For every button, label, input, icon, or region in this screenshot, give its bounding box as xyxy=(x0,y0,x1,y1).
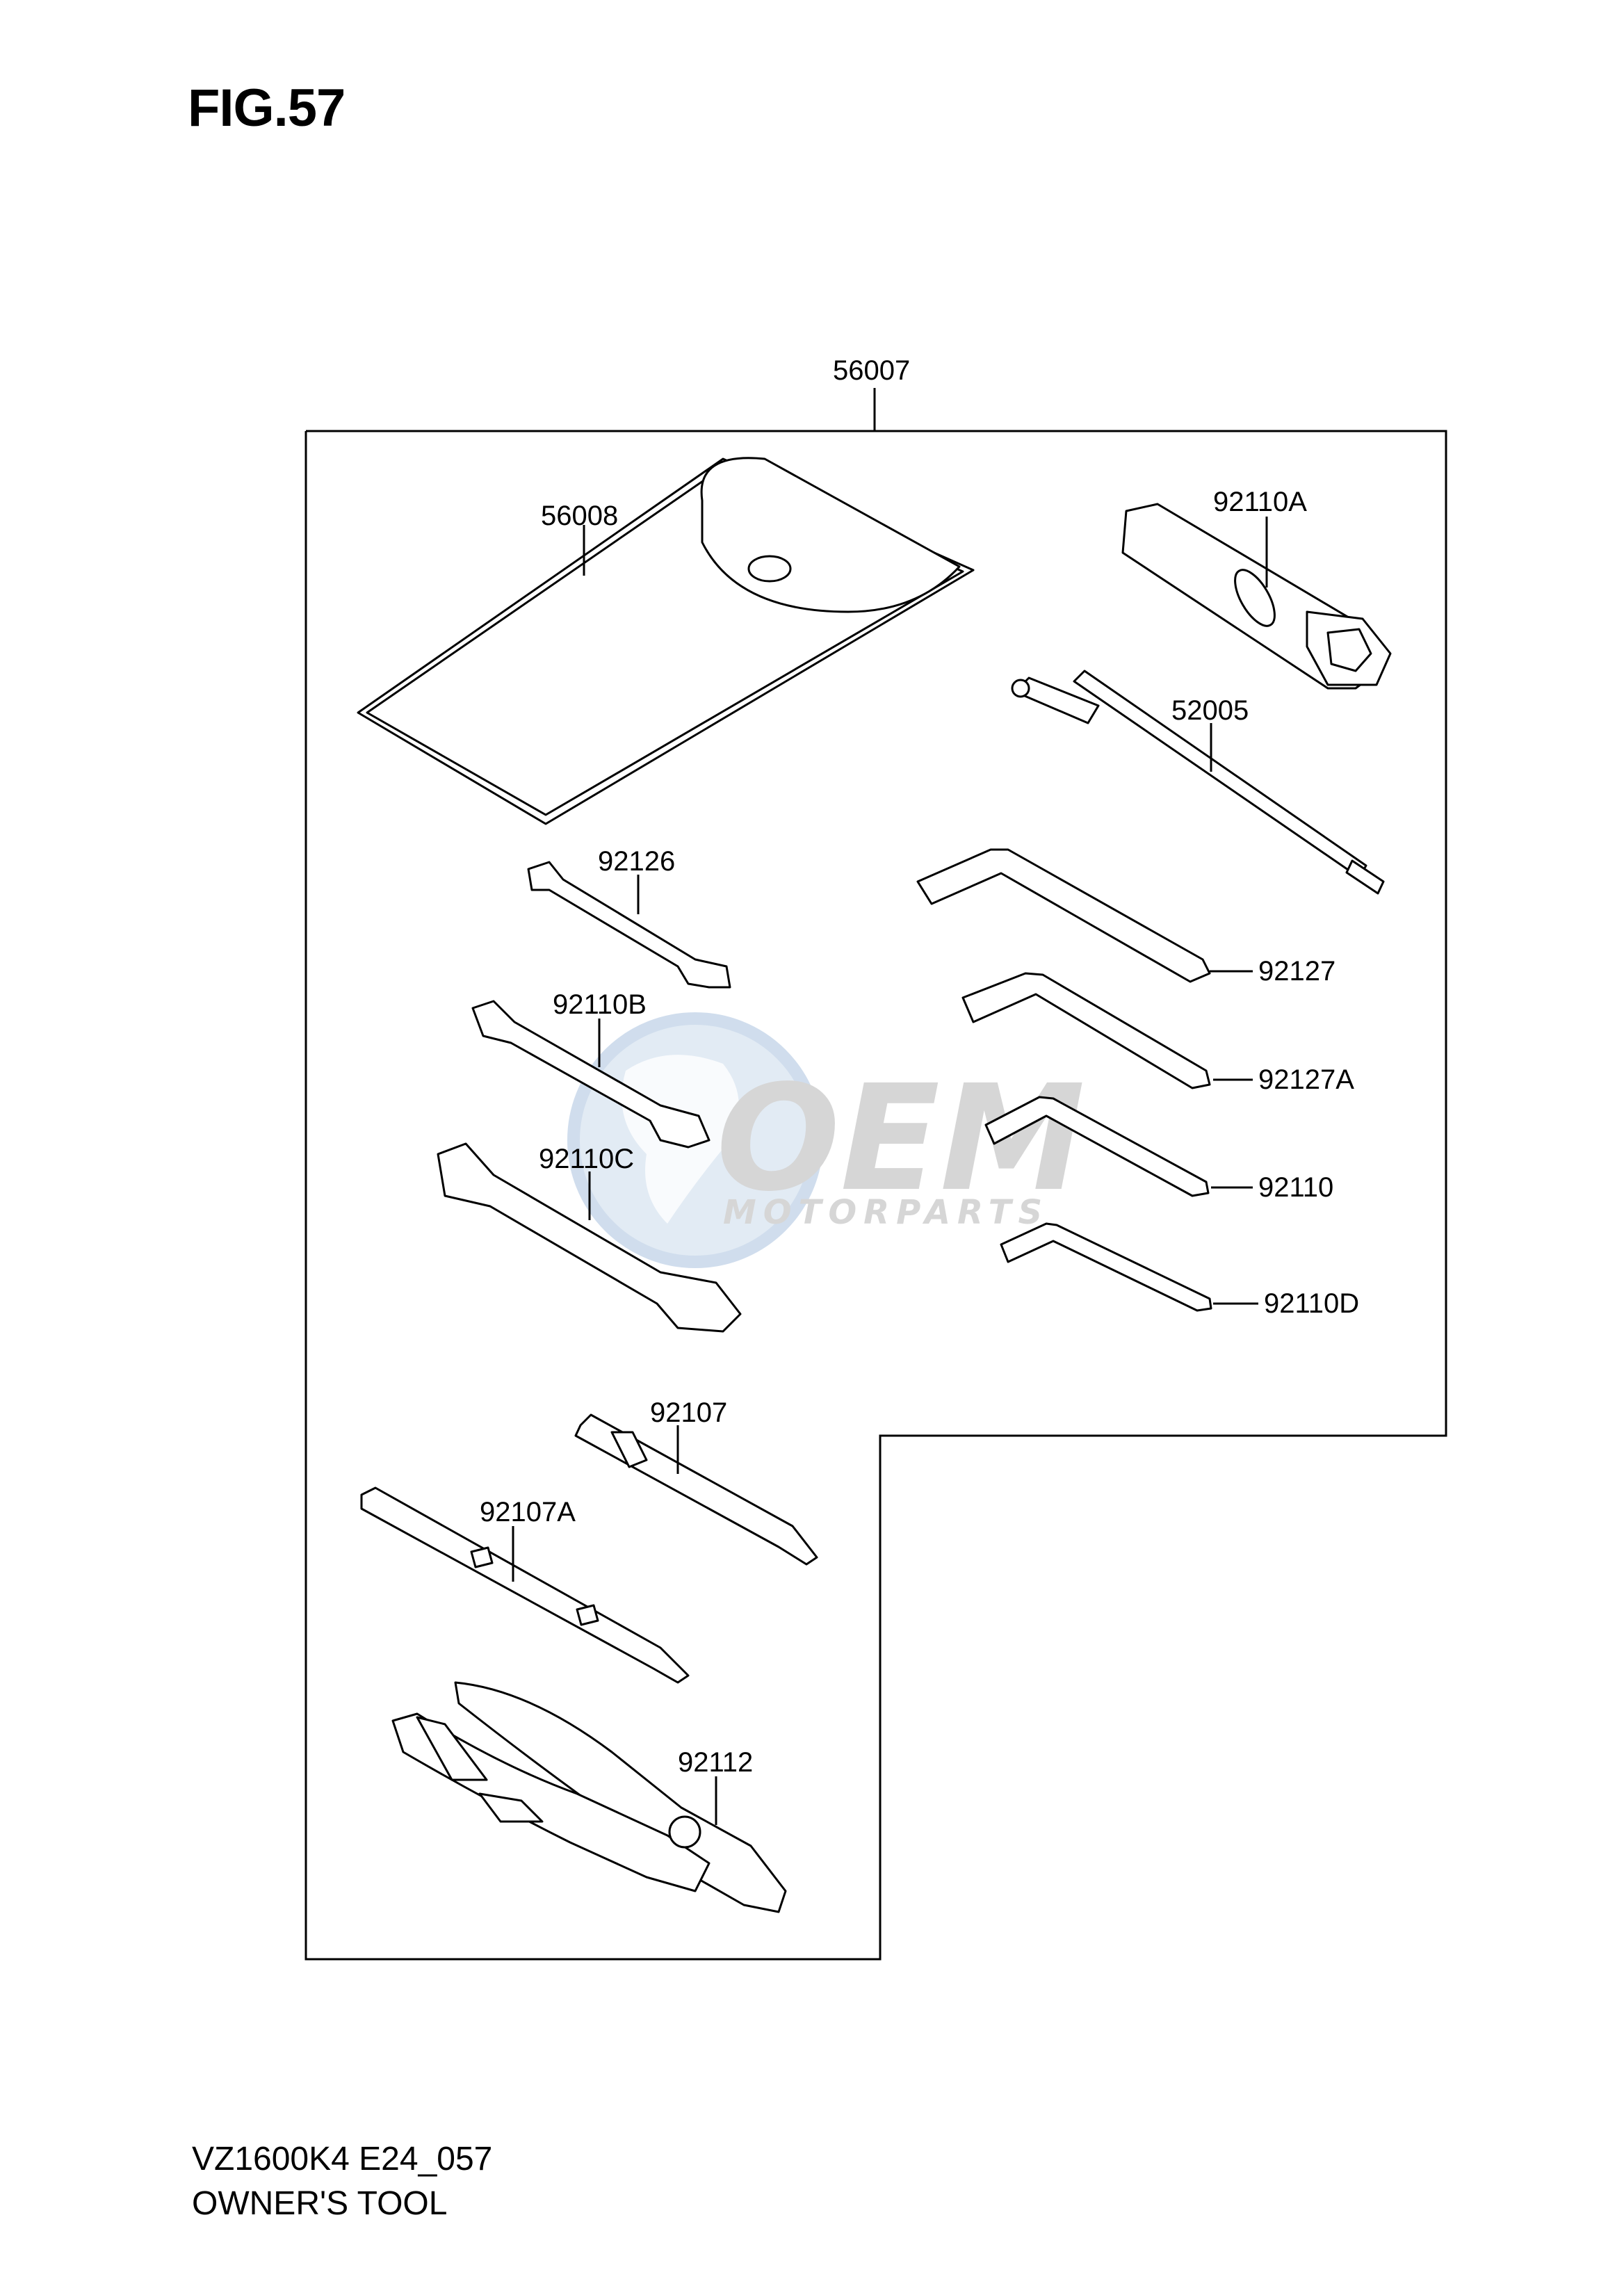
callout-92110a: 92110A xyxy=(1213,487,1307,517)
callout-56008: 56008 xyxy=(541,501,618,531)
callout-52005: 52005 xyxy=(1171,695,1249,726)
group-name: OWNER'S TOOL xyxy=(192,2185,448,2222)
callout-92110b: 92110B xyxy=(553,989,647,1020)
small-wrench xyxy=(527,861,731,989)
callout-92110d: 92110D xyxy=(1264,1288,1359,1319)
slip-joint-pliers xyxy=(391,1681,787,1913)
smallest-hex-key xyxy=(1000,1222,1212,1312)
watermark-brand: OEM xyxy=(716,1053,1085,1224)
combination-screwdriver xyxy=(360,1486,690,1684)
callout-92127: 92127 xyxy=(1258,956,1335,987)
medium-hex-key xyxy=(961,972,1211,1089)
oem-watermark: OEM MOTORPARTS xyxy=(567,1012,1085,1268)
callout-92127a: 92127A xyxy=(1258,1064,1354,1095)
tool-bag xyxy=(357,457,975,825)
callout-92112: 92112 xyxy=(678,1747,753,1778)
phillips-screwdriver xyxy=(574,1413,818,1566)
kit-boundary xyxy=(304,430,1447,1961)
watermark-tagline: MOTORPARTS xyxy=(723,1193,1049,1232)
medium-wrench xyxy=(471,1000,710,1149)
callout-92110c: 92110C xyxy=(539,1144,634,1174)
callout-92107: 92107 xyxy=(650,1397,727,1428)
model-code: VZ1600K4 E24_057 xyxy=(192,2141,493,2178)
callout-92110: 92110 xyxy=(1258,1172,1333,1203)
callout-92126: 92126 xyxy=(598,846,675,877)
callout-92107a: 92107A xyxy=(480,1497,576,1527)
small-hex-key xyxy=(984,1096,1210,1197)
plug-wrench xyxy=(1121,503,1392,690)
handle-bar xyxy=(1011,670,1385,895)
figure-title: FIG.57 xyxy=(188,79,346,138)
large-hex-key xyxy=(916,848,1211,983)
large-wrench xyxy=(437,1142,742,1333)
callout-56007: 56007 xyxy=(833,355,910,386)
